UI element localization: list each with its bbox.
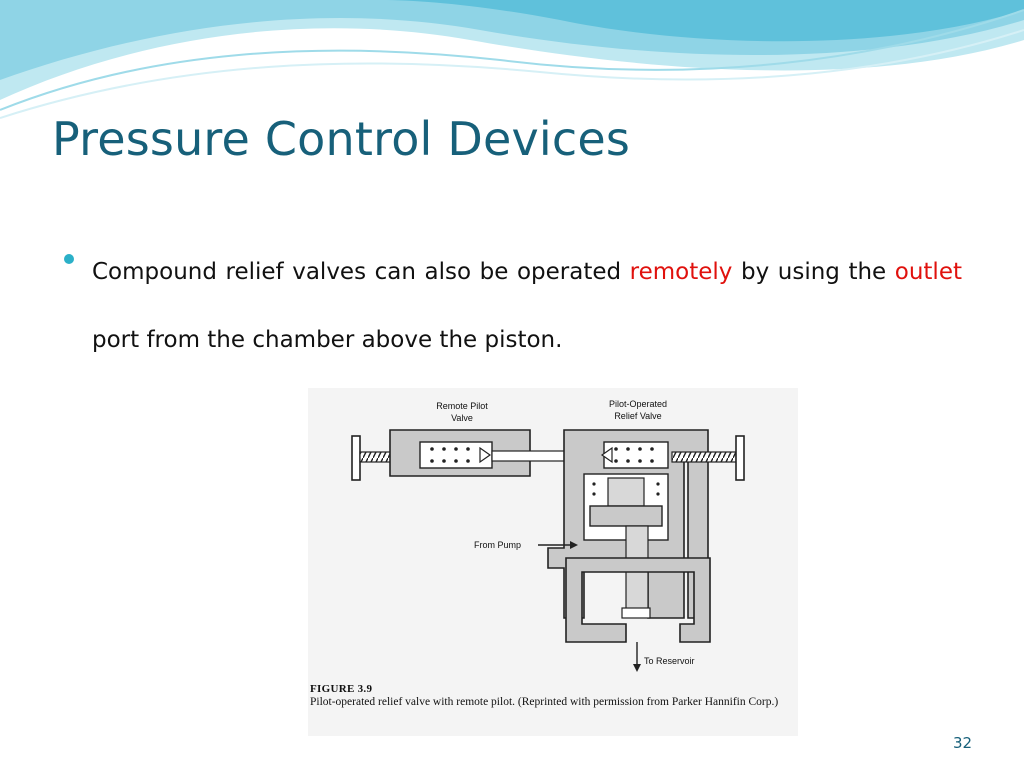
bullet-text: Compound relief valves can also be opera… xyxy=(92,238,962,374)
to-reservoir-label: To Reservoir xyxy=(644,656,695,666)
highlight-remotely: remotely xyxy=(629,259,733,285)
bullet-text-part1: Compound relief valves can also be opera… xyxy=(92,259,630,285)
from-pump-label: From Pump xyxy=(474,540,521,550)
pilot-operated-label-2: Relief Valve xyxy=(614,411,661,421)
slide-number: 32 xyxy=(953,734,973,752)
right-adjust-handle xyxy=(735,435,745,481)
pilot-line xyxy=(491,450,571,462)
bullet-item: Compound relief valves can also be opera… xyxy=(64,238,962,374)
remote-pilot-label-2: Valve xyxy=(451,413,473,423)
right-adjust-screw xyxy=(671,451,737,463)
bullet-text-part2: by using the xyxy=(732,259,895,285)
valve-figure: Remote Pilot Valve Pilot-Operated Relief… xyxy=(308,388,798,736)
bullet-text-part3: port from the chamber above the piston. xyxy=(92,327,563,353)
lower-housing xyxy=(565,557,711,643)
highlight-outlet: outlet xyxy=(894,259,962,285)
figure-caption-text: Pilot-operated relief valve with remote … xyxy=(310,696,779,708)
remote-pilot-label-1: Remote Pilot xyxy=(436,401,488,411)
valve-diagram: Remote Pilot Valve Pilot-Operated Relief… xyxy=(351,399,745,672)
pilot-operated-label-1: Pilot-Operated xyxy=(609,399,667,409)
left-adjust-handle xyxy=(351,435,361,481)
piston xyxy=(589,505,663,527)
figure-caption: FIGURE 3.9 Pilot-operated relief valve w… xyxy=(310,683,796,709)
header-wave-decoration xyxy=(0,0,1024,119)
piston-head xyxy=(607,477,645,507)
slide-title: Pressure Control Devices xyxy=(52,112,631,166)
figure-number: FIGURE 3.9 xyxy=(310,683,373,695)
bullet-dot-icon xyxy=(64,254,74,264)
